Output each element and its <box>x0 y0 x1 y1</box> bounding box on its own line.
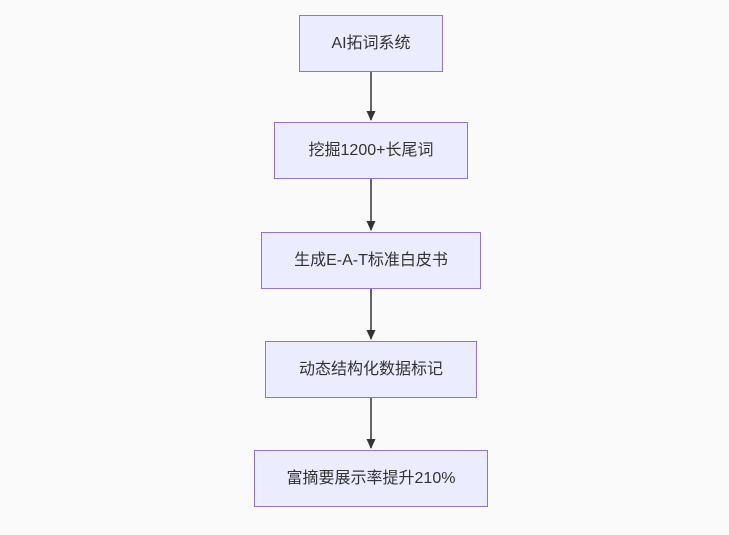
flow-node-ai-keyword-system: AI拓词系统 <box>299 15 443 72</box>
flow-node-label: 生成E-A-T标准白皮书 <box>294 251 448 269</box>
flow-node-label: 富摘要展示率提升210% <box>286 469 456 487</box>
flow-node-structured-data-markup: 动态结构化数据标记 <box>265 341 477 398</box>
flow-node-label: 动态结构化数据标记 <box>298 360 443 378</box>
flow-node-label: AI拓词系统 <box>331 34 411 52</box>
flow-node-rich-snippet-result: 富摘要展示率提升210% <box>254 450 488 507</box>
flow-node-longtail-mining: 挖掘1200+长尾词 <box>274 122 468 179</box>
flow-node-label: 挖掘1200+长尾词 <box>308 141 434 159</box>
flow-node-eat-whitepaper: 生成E-A-T标准白皮书 <box>261 232 481 289</box>
